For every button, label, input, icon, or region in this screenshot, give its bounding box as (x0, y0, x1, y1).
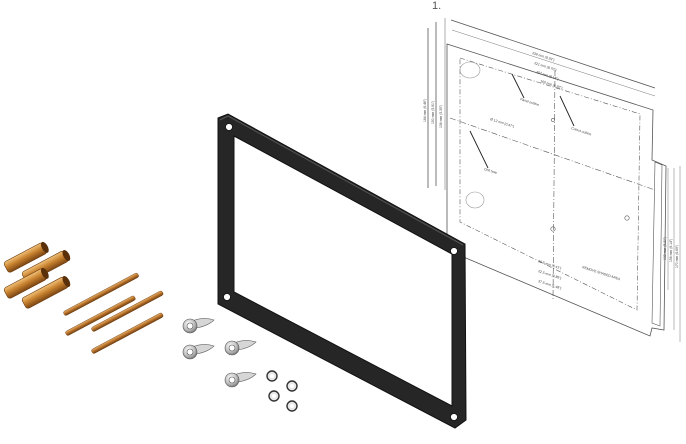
right-dimensions: 132 mm (5.20") 156 mm (6.14") 170 mm (6.… (663, 237, 679, 268)
threaded-rod (91, 312, 164, 354)
threaded-rod (91, 290, 164, 332)
step-number: 1. (432, 0, 442, 12)
brass-standoffs (3, 241, 71, 309)
washer (286, 380, 298, 392)
threaded-rod (63, 272, 139, 316)
bottom-dim-2: 22.5 mm (0.89") (538, 269, 562, 280)
cutout-outline-shape (459, 57, 641, 311)
gasket-hole-bottom-right (450, 413, 458, 421)
gasket-hole-top-left (225, 123, 233, 131)
top-dimensions: 236 mm (9.29") 221 mm (8.70") 207 mm (8.… (532, 51, 563, 90)
brass-standoff (3, 267, 49, 299)
bottom-dimensions: 10.5 mm (0.41") 22.5 mm (0.89") 37.5 mm … (538, 259, 562, 290)
wing-nut (224, 372, 257, 388)
drill-hole-top-left (459, 61, 481, 79)
gasket-hole-bottom-left (223, 293, 231, 301)
threaded-rod (65, 295, 136, 336)
left-dimensions: 164 mm (6.46") 150 mm (5.91") 136 mm (5.… (423, 99, 443, 128)
drill-hole-bottom-left (465, 191, 485, 209)
drill-hole-label: Drill hole (484, 167, 498, 175)
gasket-hole-top-right (450, 247, 458, 255)
cutout-template: 236 mm (9.29") 221 mm (8.70") 207 mm (8.… (423, 18, 681, 342)
threaded-rods (63, 272, 164, 354)
top-dim-2: 221 mm (8.70") (534, 61, 557, 72)
wing-nut (224, 340, 257, 356)
washers (266, 370, 298, 412)
brass-standoff (21, 275, 71, 309)
panel-outline-shape (446, 43, 667, 337)
cutout-outline-label: Cutout outline (571, 126, 592, 136)
top-dim-1: 236 mm (9.29") (532, 51, 555, 62)
panel-outline-label: Panel outline (520, 97, 540, 107)
bottom-dim-3: 37.5 mm (1.48") (538, 279, 562, 290)
left-dim-2: 150 mm (5.91") (431, 101, 435, 124)
left-dim-1: 164 mm (6.46") (423, 99, 427, 122)
wing-nut (182, 318, 215, 334)
left-dim-3: 136 mm (5.35") (439, 105, 443, 128)
washer (268, 390, 280, 402)
washer (286, 400, 298, 412)
right-dim-2: 156 mm (6.14") (669, 239, 673, 262)
wing-nut (182, 344, 215, 360)
washer (266, 370, 278, 382)
right-dim-3: 170 mm (6.69") (675, 245, 679, 268)
bottom-dim-1: 10.5 mm (0.41") (538, 259, 562, 270)
top-dim-3: 207 mm (8.15") (536, 70, 559, 81)
wing-nuts (182, 318, 257, 388)
brass-standoff (3, 241, 49, 273)
center-hole-dim: Ø 12 mm (0.47") (490, 117, 515, 129)
top-dim-4: 160 mm (6.30") (540, 79, 563, 90)
gasket-frame (217, 113, 467, 429)
right-dim-1: 132 mm (5.20") (663, 237, 667, 260)
